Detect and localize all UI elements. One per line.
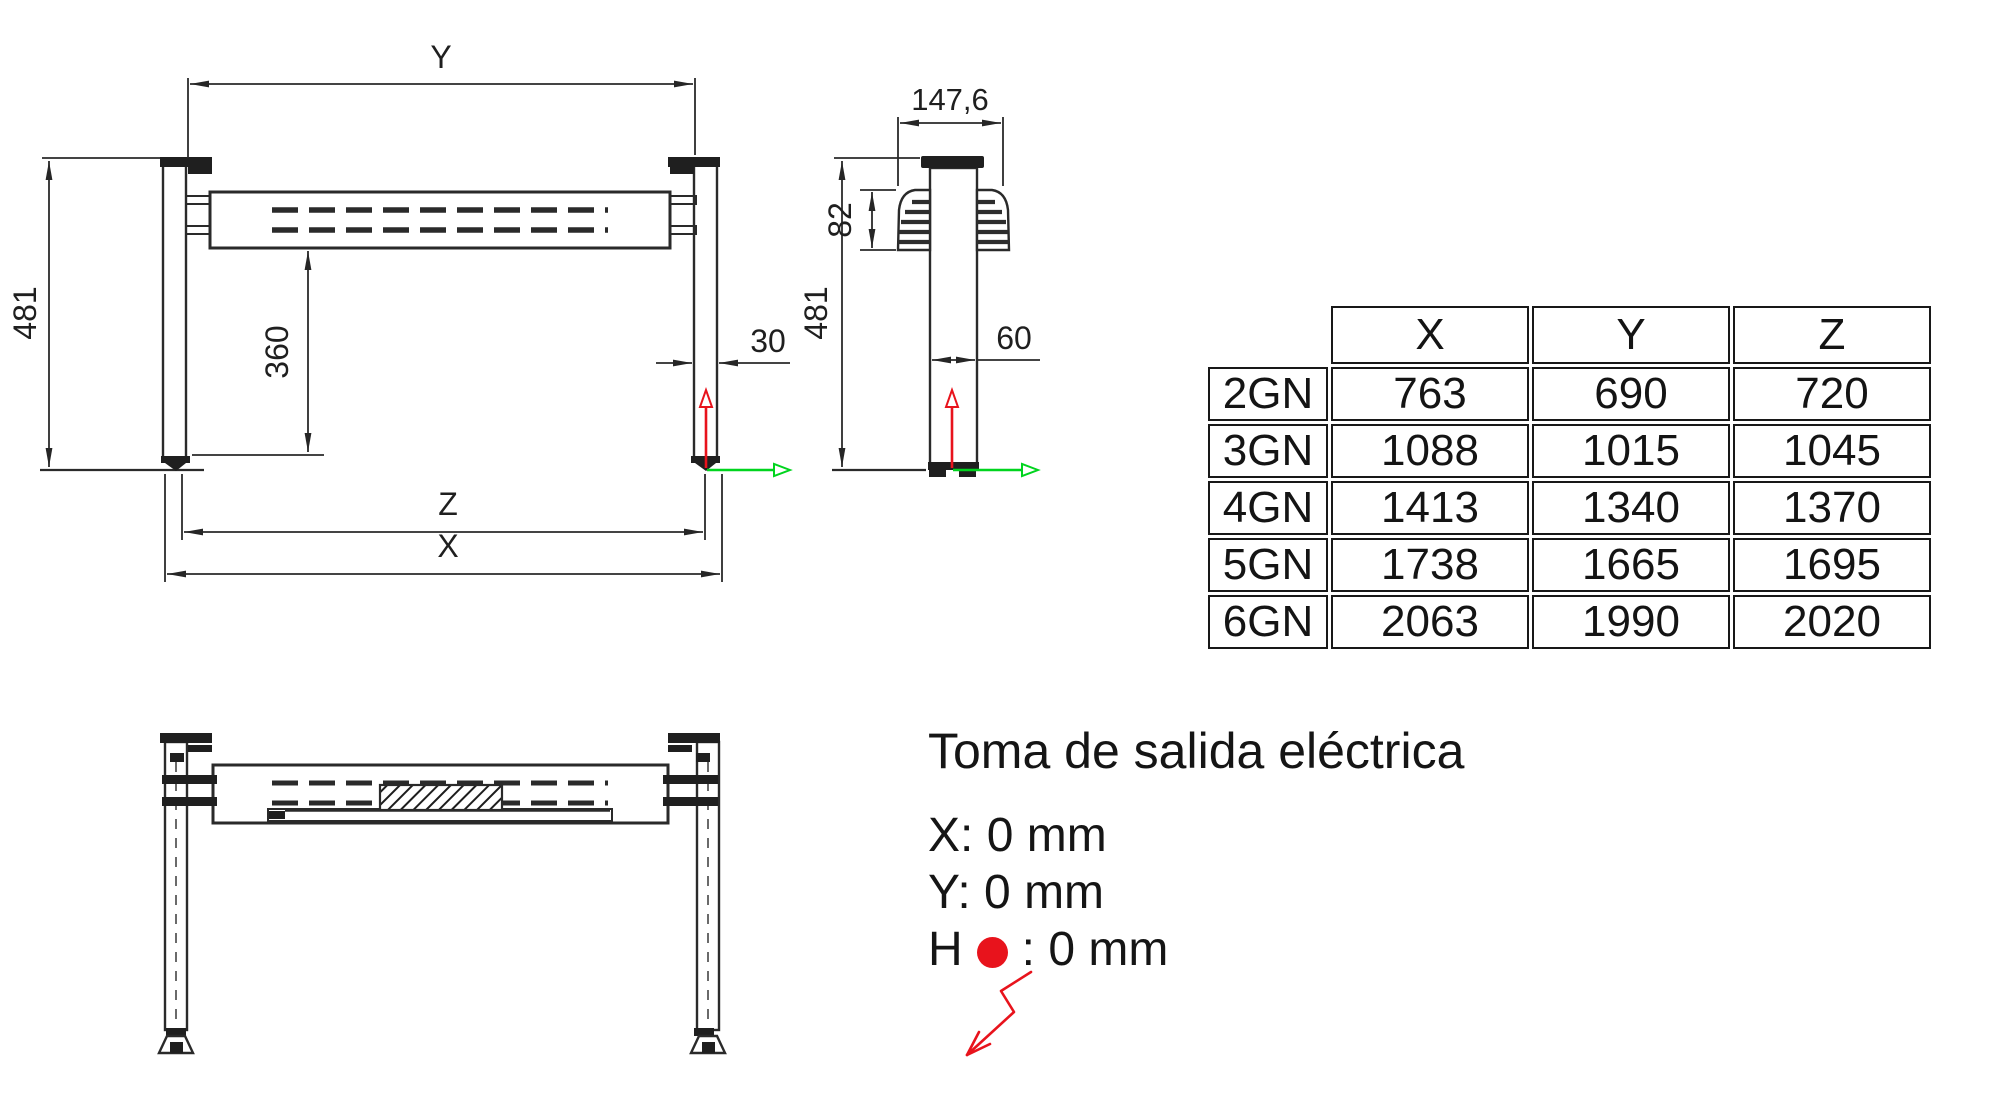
side-leg (928, 166, 979, 466)
dim-360 (192, 251, 324, 456)
dim-481-front (42, 157, 160, 467)
dim-label-147-6: 147,6 (911, 82, 989, 117)
red-dot-icon (976, 937, 1008, 968)
outlet-note-title: Toma de salida eléctrica (928, 723, 1465, 779)
column-header-z: Z (1733, 306, 1931, 364)
dim-label-z: Z (438, 486, 458, 522)
dim-label-82: 82 (822, 202, 858, 238)
outlet-x-coordinate: X: 0 mm (928, 809, 1107, 862)
dim-label-360: 360 (259, 325, 295, 378)
side-vent-left (896, 188, 932, 252)
table-row: 4GN 1413 1340 1370 (1208, 481, 1931, 535)
front-left-foot (165, 463, 186, 471)
front-right-leg-cap (668, 157, 720, 167)
dim-label-30: 30 (750, 323, 786, 359)
front-left-leg (161, 158, 188, 462)
dim-label-y: Y (430, 39, 451, 75)
cell-y: 1340 (1532, 481, 1730, 535)
table-header-row: X Y Z (1208, 306, 1931, 364)
outlet-y-coordinate: Y: 0 mm (928, 866, 1105, 919)
dim-label-x: X (437, 528, 458, 564)
row-label: 4GN (1208, 481, 1328, 535)
outlet-pointer-arrow (965, 970, 1033, 1057)
side-view-drawing (832, 117, 1041, 478)
dim-147-6 (897, 117, 1004, 186)
side-vent-right (975, 188, 1011, 252)
row-label: 3GN (1208, 424, 1328, 478)
dim-y (187, 78, 696, 158)
side-x-axis-arrow (953, 462, 1041, 478)
cell-x: 1088 (1331, 424, 1529, 478)
dim-label-60: 60 (996, 320, 1032, 356)
cell-y: 1015 (1532, 424, 1730, 478)
side-leg-cap (921, 156, 984, 168)
table-row: 5GN 1738 1665 1695 (1208, 538, 1931, 592)
row-label: 5GN (1208, 538, 1328, 592)
top-view-drawing (157, 733, 727, 1055)
side-foot (959, 470, 976, 477)
table-corner-cell (1208, 306, 1328, 364)
cell-z: 2020 (1733, 595, 1931, 649)
cell-x: 1738 (1331, 538, 1529, 592)
column-header-y: Y (1532, 306, 1730, 364)
dim-x (164, 474, 723, 582)
table-row: 3GN 1088 1015 1045 (1208, 424, 1931, 478)
top-body (211, 763, 670, 825)
front-z-axis-arrow (698, 386, 714, 468)
dim-label-481-side: 481 (798, 286, 834, 339)
side-z-axis-arrow (944, 386, 960, 468)
dim-label-481-front: 481 (7, 286, 43, 339)
table-row: 2GN 763 690 720 (1208, 367, 1931, 421)
front-view-drawing (40, 78, 793, 582)
dim-481-side (834, 157, 920, 467)
outlet-h-value: : 0 mm (1021, 923, 1169, 976)
row-label: 2GN (1208, 367, 1328, 421)
cell-z: 1370 (1733, 481, 1931, 535)
front-body (208, 190, 672, 250)
front-x-axis-arrow (707, 462, 793, 478)
gn-dimension-table: X Y Z 2GN 763 690 720 3GN 1088 1015 1045… (1205, 303, 1934, 652)
cell-x: 1413 (1331, 481, 1529, 535)
top-body-hatched-element (378, 783, 504, 812)
outlet-h-coordinate: H : 0 mm (928, 924, 1168, 976)
front-left-leg-cap (160, 157, 212, 167)
cell-y: 1665 (1532, 538, 1730, 592)
cell-y: 690 (1532, 367, 1730, 421)
row-label: 6GN (1208, 595, 1328, 649)
table-row: 6GN 2063 1990 2020 (1208, 595, 1931, 649)
outlet-h-prefix: H (928, 923, 963, 976)
cell-z: 1695 (1733, 538, 1931, 592)
cell-z: 1045 (1733, 424, 1931, 478)
cell-x: 763 (1331, 367, 1529, 421)
dim-z (181, 474, 706, 540)
column-header-x: X (1331, 306, 1529, 364)
side-foot (929, 470, 946, 477)
dim-82 (860, 189, 896, 251)
cell-x: 2063 (1331, 595, 1529, 649)
cell-y: 1990 (1532, 595, 1730, 649)
cell-z: 720 (1733, 367, 1931, 421)
